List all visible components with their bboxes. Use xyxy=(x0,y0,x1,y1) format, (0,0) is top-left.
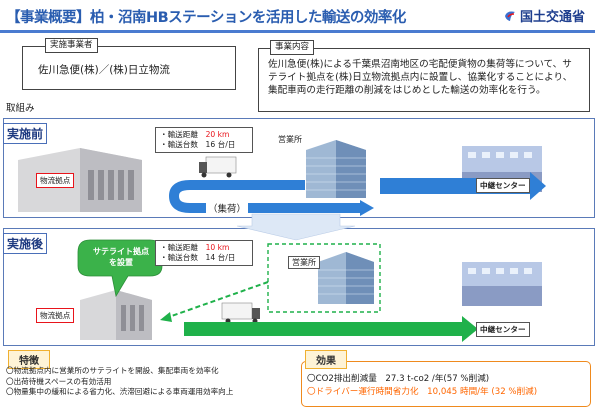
spec-after-distance-value: 10 km xyxy=(205,243,230,252)
spec-after: ・輸送距離 10 km ・輸送台数 14 台/日 xyxy=(155,240,253,266)
feature-item: 〇出荷待機スペースの有効活用 xyxy=(6,376,112,386)
feature-item: 〇物流拠点内に営業所のサテライトを開設、集配車両を効率化 xyxy=(6,366,219,375)
office-label-before: 営業所 xyxy=(276,134,304,145)
ministry-logo: 国土交通省 xyxy=(503,6,585,25)
spec-after-distance-label: ・輸送距離 xyxy=(160,243,198,252)
relay-label-after: 中継センター xyxy=(476,322,530,337)
office-building-after xyxy=(318,252,374,304)
page-title: 【事業概要】柏・沼南HBステーションを活用した輸送の効率化 xyxy=(6,10,406,26)
effects-tab: 効果 xyxy=(305,350,347,369)
before-label: 実施前 xyxy=(3,123,48,144)
spec-before-count: ・輸送台数 16 台/日 xyxy=(160,140,236,149)
logistics-label-after: 物流拠点 xyxy=(36,308,75,323)
co2-value: 27.3 t-co2 /年(57 %削減) xyxy=(385,374,490,384)
satellite-line2: を設置 xyxy=(109,258,133,267)
office-building-before xyxy=(306,140,366,198)
direct-route-arrow xyxy=(184,316,478,342)
title-rule xyxy=(0,30,595,33)
ministry-logo-icon xyxy=(504,11,515,21)
relay-center-after xyxy=(462,262,542,306)
truck-before-icon xyxy=(199,156,237,178)
truck-after-icon xyxy=(221,302,260,324)
implementer-box xyxy=(22,46,236,90)
implementer-value: 佐川急便(株)／(株)日立物流 xyxy=(38,64,170,76)
relay-label-before: 中継センター xyxy=(476,178,530,193)
ministry-name: 国土交通省 xyxy=(519,10,585,25)
driver-label: 〇ドライバー運行時間省力化 xyxy=(307,387,419,397)
features-list: 〇物流拠点内に営業所のサテライトを開設、集配車両を効率化 〇出荷待機スペースの有… xyxy=(6,366,296,398)
torikumi-label: 取組み xyxy=(6,103,35,114)
spec-after-count: ・輸送台数 14 台/日 xyxy=(160,253,236,262)
satellite-callout-text: サテライト拠点 を設置 xyxy=(82,246,160,268)
co2-label: 〇CO2排出削減量 xyxy=(307,374,377,384)
spec-before-distance-label: ・輸送距離 xyxy=(160,130,198,139)
collection-label: （集荷） xyxy=(206,201,249,215)
features-tab: 特徴 xyxy=(8,350,50,369)
spec-before-distance-value: 20 km xyxy=(205,130,230,139)
content-text: 佐川急便(株)による千葉県沼南地区の宅配便貨物の集荷等について、サテライト拠点を… xyxy=(268,59,573,96)
content-box xyxy=(258,48,590,112)
feature-item: 〇物量集中の緩和による省力化、渋滞回避による車両運用効率向上 xyxy=(6,387,234,396)
content-tab: 事業内容 xyxy=(270,40,315,55)
office-label-after: 営業所 xyxy=(288,256,320,269)
effects-list: 〇CO2排出削減量 27.3 t-co2 /年(57 %削減) 〇ドライバー運行… xyxy=(307,373,537,399)
transition-arrow xyxy=(236,213,356,241)
logistics-warehouse-after xyxy=(80,290,152,340)
logistics-warehouse-before xyxy=(18,148,142,212)
driver-value: 10,045 時間/年 (32 %削減) xyxy=(427,387,538,397)
satellite-callout xyxy=(77,239,163,298)
satellite-dashed-box xyxy=(267,243,381,313)
implementer-tab: 実施事業者 xyxy=(45,38,98,53)
satellite-line1: サテライト拠点 xyxy=(93,247,149,256)
effects-box xyxy=(301,361,591,407)
spec-before: ・輸送距離 20 km ・輸送台数 16 台/日 xyxy=(155,127,253,153)
logistics-label-before: 物流拠点 xyxy=(36,173,75,188)
after-label: 実施後 xyxy=(3,233,48,254)
satellite-link-arrow xyxy=(160,281,269,322)
